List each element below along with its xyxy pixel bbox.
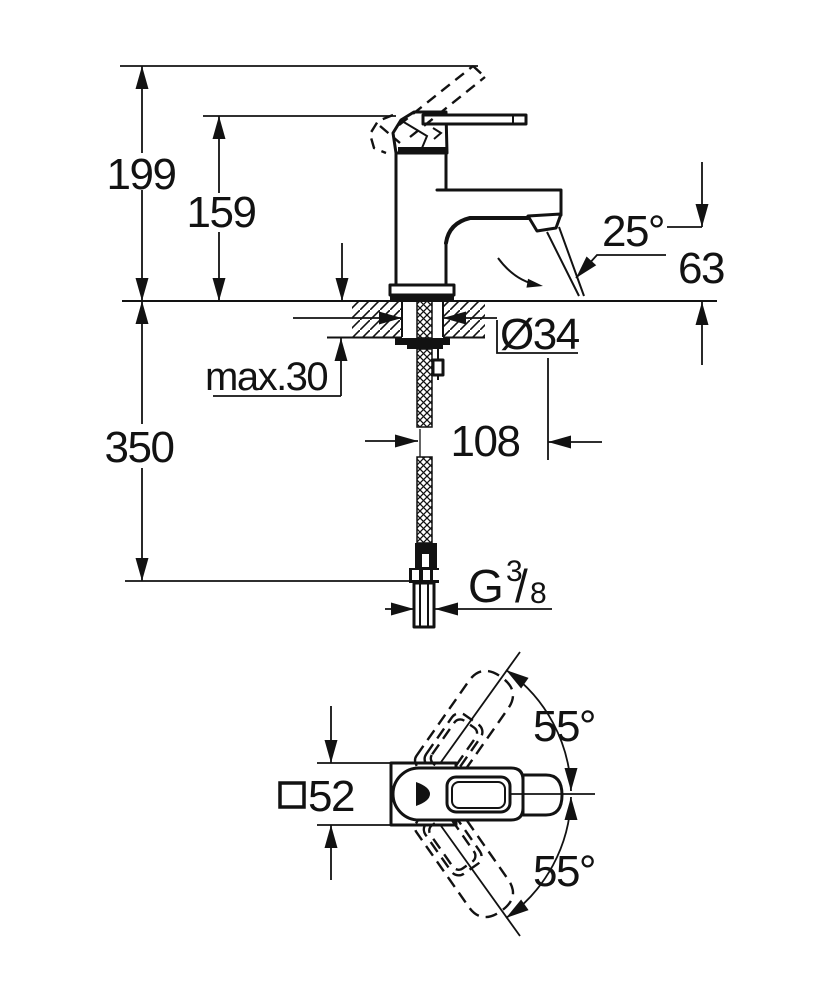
water-stream-lines [546,226,585,297]
arrowhead [135,66,149,89]
dim-max-thickness-label: max.30 [205,355,327,399]
flex-hose-upper [416,348,433,428]
faucet-column [394,151,448,287]
mounting-washer [407,345,443,349]
arrowhead [695,204,709,227]
mounting-hole-edges [401,301,444,337]
dim-body-height-label: 159 [187,188,256,237]
hex-nut-facet [412,570,419,580]
flow-direction-arrowhead [526,278,544,291]
hose-ferrule [415,543,437,553]
mounting-nut [395,338,450,345]
arrowhead [435,602,458,616]
dim-spout-angle-label: 25° [602,207,664,256]
thread-denominator: 8 [530,577,546,610]
lever-handle [421,113,528,126]
arrowhead [334,338,348,361]
arrowhead [324,825,338,848]
lever-raised-dashed [398,65,486,138]
cartridge-marker [416,782,430,806]
hex-nut-facet [423,570,430,580]
lever-recess-inner [451,781,506,809]
popup-rod-clamp [431,358,445,377]
thread-numerator: 3 [506,555,522,588]
arrowhead [212,116,226,139]
connection-tube-lines [419,583,429,627]
threaded-shank [416,300,433,339]
ext-lines-body-width [317,762,391,826]
handle-base-band [398,147,447,154]
top-view: 52 55° 55° [278,651,597,937]
dim-total-height-label: 199 [107,150,176,199]
spout [435,188,563,219]
arrowhead [395,434,418,448]
aerator [526,212,563,233]
handle-base-raised-dashed [368,113,401,155]
hose-fitting-slot [422,554,429,567]
side-view-dimensions: 199 159 25° 63 Ø34 max.30 350 108 G 3 / … [105,65,725,616]
lever-end-cap-top [521,773,564,817]
thread-slash: / [515,560,528,612]
arrowhead [335,278,349,301]
hex-nut-facet [433,570,439,580]
flex-hose-lower [416,456,433,544]
thread-g: G [468,560,502,612]
handle-base-facets [401,120,443,149]
dim-hose-length-label: 350 [105,423,174,472]
arrowhead [695,302,709,325]
label-box-hole-dia [496,320,578,354]
dim-swivel-lower-label: 55° [533,847,595,896]
arrowhead [564,768,578,791]
arrowhead [135,558,149,581]
spout-underside [444,216,530,245]
base-flange-seal [390,295,454,302]
dim-swivel-upper-label: 55° [533,702,595,751]
dim-thread-label: G 3 / 8 [468,555,548,612]
dim-body-width-label: 52 [308,772,354,821]
dim-hole-diameter-label: Ø34 [500,310,580,359]
base-flange [388,283,456,297]
square-symbol-icon [278,781,306,809]
side-view: 199 159 25° 63 Ø34 max.30 350 108 G 3 / … [105,65,725,629]
dim-spout-reach-label: 108 [451,417,520,466]
arrowhead [135,301,149,324]
arrowhead [548,435,571,449]
arrowhead [324,740,338,763]
faucet-body [368,65,585,302]
arrowhead [212,278,226,301]
under-counter-parts [395,300,450,629]
dim-outlet-height-label: 63 [678,244,724,293]
arrowhead [564,797,578,820]
arrowhead [135,278,149,301]
connection-tube [412,581,436,629]
arrowhead [391,602,414,616]
